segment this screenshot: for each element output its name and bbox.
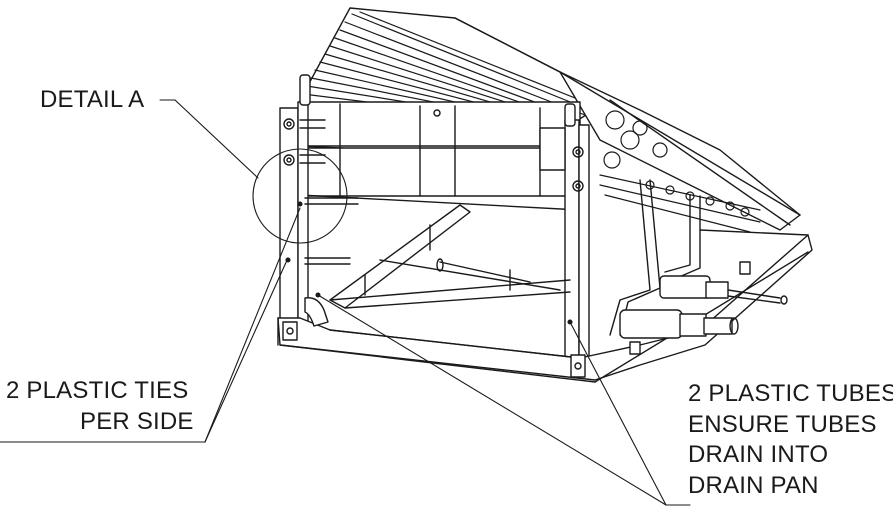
coil-end-panel <box>454 17 801 233</box>
refrigerant-lines <box>609 179 788 339</box>
plastic-tubes-label-line2: ENSURE TUBES <box>688 411 877 438</box>
detail-a-label: DETAIL A <box>40 86 145 113</box>
leader-lines <box>0 99 691 506</box>
drain-pan <box>277 229 813 383</box>
plastic-tubes-label-line3: DRAIN INTO <box>688 441 829 468</box>
inner-frame <box>329 204 571 309</box>
plastic-ties-label-line2: PER SIDE <box>80 408 194 435</box>
right-post <box>539 103 590 361</box>
header-plates <box>299 101 581 211</box>
hairpin-tubes <box>599 110 761 233</box>
drain-elbow <box>304 297 329 327</box>
plastic-ties-label-line1: 2 PLASTIC TIES <box>6 377 189 404</box>
detail-a-circle <box>252 148 348 244</box>
plastic-tubes-label-line4: DRAIN PAN <box>688 472 819 499</box>
plastic-tubes-label-line1: 2 PLASTIC TUBES <box>688 380 893 407</box>
